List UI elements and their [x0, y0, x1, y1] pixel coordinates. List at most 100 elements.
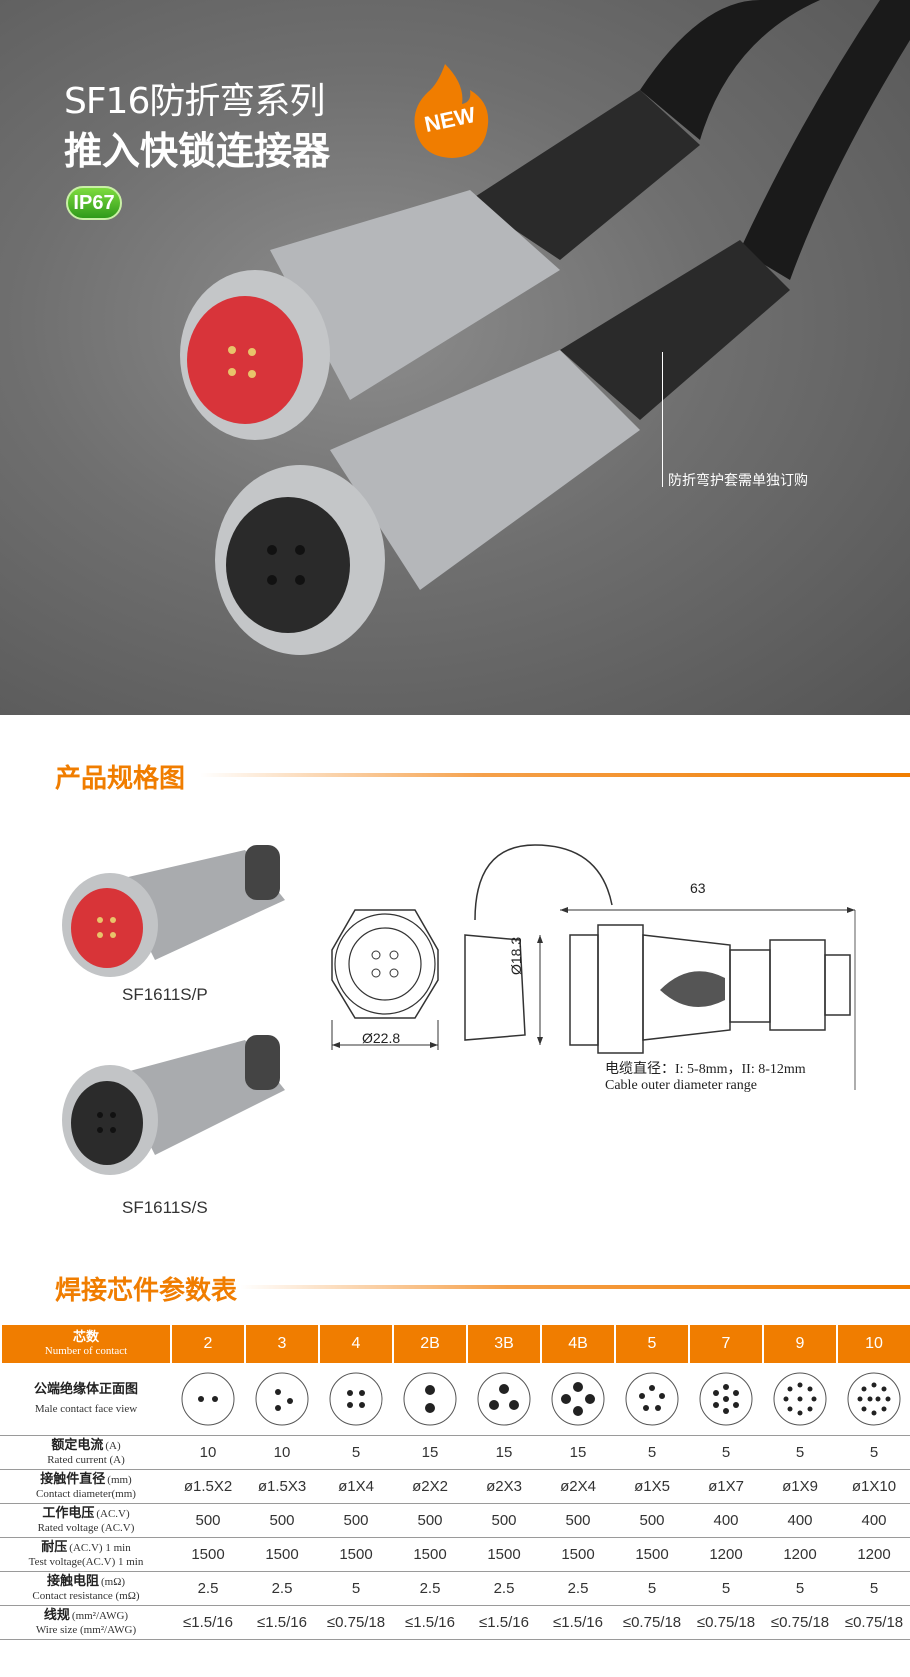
- table-cell: ø1X5: [614, 1470, 688, 1503]
- row-label-zh: 接触件直径: [40, 1471, 106, 1486]
- col-header: 4: [318, 1325, 392, 1363]
- table-cell: 500: [170, 1504, 244, 1537]
- col-header: 3: [244, 1325, 318, 1363]
- spec-section-rule: [200, 773, 910, 777]
- col-header: 10: [836, 1325, 910, 1363]
- table-cell: ≤0.75/18: [614, 1606, 688, 1639]
- row-label-en: Contact resistance (mΩ): [32, 1590, 140, 1602]
- table-cell: 5: [614, 1572, 688, 1605]
- table-cell: 5: [762, 1572, 836, 1605]
- face-7-icon: [699, 1372, 753, 1426]
- row-label-unit: (mm²/AWG): [71, 1610, 129, 1622]
- table-cell: ≤1.5/16: [392, 1606, 466, 1639]
- table-header-row: 芯数 Number of contact 2 3 4 2B 3B 4B 5 7 …: [0, 1325, 910, 1363]
- boot-lower: [560, 240, 790, 420]
- contact-spec-table: 芯数 Number of contact 2 3 4 2B 3B 4B 5 7 …: [0, 1325, 910, 1640]
- row-label: 工作电压(AC.V)Rated voltage (AC.V): [0, 1504, 170, 1537]
- table-section-title: 焊接芯件参数表: [55, 1276, 238, 1306]
- row-label-unit: (mΩ): [100, 1576, 126, 1588]
- female-connector-image: [62, 1035, 285, 1175]
- row-label-unit: (AC.V): [96, 1508, 130, 1520]
- table-cell: 1200: [836, 1538, 910, 1571]
- row-label: 接触电阻(mΩ) Contact resistance (mΩ): [0, 1572, 170, 1605]
- female-caption: SF1611S/S: [122, 1198, 208, 1217]
- face-9-icon: [773, 1372, 827, 1426]
- face-lower-black: [226, 497, 350, 633]
- row-label-zh: 线规: [43, 1607, 70, 1622]
- table-cell: 10: [244, 1436, 318, 1469]
- row-label-zh: 接触电阻: [46, 1573, 99, 1588]
- table-row: 线规(mm²/AWG)Wire size (mm²/AWG)≤1.5/16≤1.…: [0, 1606, 910, 1640]
- face-3-icon: [255, 1372, 309, 1426]
- table-cell: 400: [762, 1504, 836, 1537]
- face-view-cell: [318, 1363, 392, 1435]
- table-cell: 2.5: [466, 1572, 540, 1605]
- header-label-zh: 芯数: [72, 1329, 99, 1344]
- face-view-row: 公端绝缘体正面图 Male contact face view: [0, 1363, 910, 1436]
- dim-length-label: 63: [690, 880, 706, 896]
- cable-bottom: [740, 0, 910, 280]
- face-view-cell: [762, 1363, 836, 1435]
- row-label: 额定电流(A)Rated current (A): [0, 1436, 170, 1469]
- table-cell: 5: [318, 1572, 392, 1605]
- table-cell: 5: [614, 1436, 688, 1469]
- table-cell: 500: [318, 1504, 392, 1537]
- row-label-zh: 额定电流: [51, 1437, 104, 1452]
- cable-diameter-zh: 电缆直径：I: 5-8mm，II: 8-12mm: [605, 1062, 806, 1077]
- header-label: 芯数 Number of contact: [0, 1325, 170, 1363]
- table-cell: 5: [688, 1436, 762, 1469]
- col-header: 9: [762, 1325, 836, 1363]
- face-upper-red: [187, 296, 303, 424]
- row-label-zh: 耐压: [41, 1539, 68, 1554]
- table-cell: ≤1.5/16: [466, 1606, 540, 1639]
- note-leader-line: [662, 352, 663, 487]
- face-view-cell: [688, 1363, 762, 1435]
- face-view-cell: [614, 1363, 688, 1435]
- col-header: 2: [170, 1325, 244, 1363]
- row-label-en: Wire size (mm²/AWG): [35, 1624, 137, 1636]
- ip67-badge: IP67: [66, 186, 122, 220]
- face-4b-icon: [551, 1372, 605, 1426]
- table-cell: 500: [614, 1504, 688, 1537]
- row-label: 线规(mm²/AWG) Wire size (mm²/AWG): [0, 1606, 170, 1639]
- table-cell: ≤1.5/16: [540, 1606, 614, 1639]
- header-label-en: Number of contact: [44, 1345, 128, 1357]
- face-4-icon: [329, 1372, 383, 1426]
- col-header: 3B: [466, 1325, 540, 1363]
- hero-title-line1: SF16防折弯系列: [64, 81, 325, 122]
- table-cell: ø1X4: [318, 1470, 392, 1503]
- table-cell: 2.5: [540, 1572, 614, 1605]
- table-cell: ≤1.5/16: [244, 1606, 318, 1639]
- table-cell: ø1X9: [762, 1470, 836, 1503]
- face-3b-icon: [477, 1372, 531, 1426]
- spec-section-title: 产品规格图: [55, 764, 186, 794]
- face-2-icon: [181, 1372, 235, 1426]
- table-cell: 1200: [688, 1538, 762, 1571]
- table-cell: 500: [540, 1504, 614, 1537]
- face-view-cell: [836, 1363, 910, 1435]
- table-cell: ≤0.75/18: [836, 1606, 910, 1639]
- face-view-label-zh: 公端绝缘体正面图: [33, 1381, 138, 1396]
- row-label-unit: (AC.V) 1 min: [69, 1542, 131, 1554]
- accessory-note: 防折弯护套需单独订购: [668, 472, 808, 488]
- table-cell: 15: [466, 1436, 540, 1469]
- face-view-cell: [244, 1363, 318, 1435]
- table-cell: 5: [688, 1572, 762, 1605]
- cable-diameter-en: Cable outer diameter range: [605, 1078, 757, 1093]
- face-5-icon: [625, 1372, 679, 1426]
- table-cell: 1500: [244, 1538, 318, 1571]
- front-view-drawing: [331, 909, 439, 1050]
- dim-width-label: Ø22.8: [362, 1030, 401, 1046]
- face-view-cell: [540, 1363, 614, 1435]
- table-cell: 15: [392, 1436, 466, 1469]
- male-caption: SF1611S/P: [122, 985, 208, 1004]
- face-view-cell: [170, 1363, 244, 1435]
- col-header: 7: [688, 1325, 762, 1363]
- table-cell: 5: [318, 1436, 392, 1469]
